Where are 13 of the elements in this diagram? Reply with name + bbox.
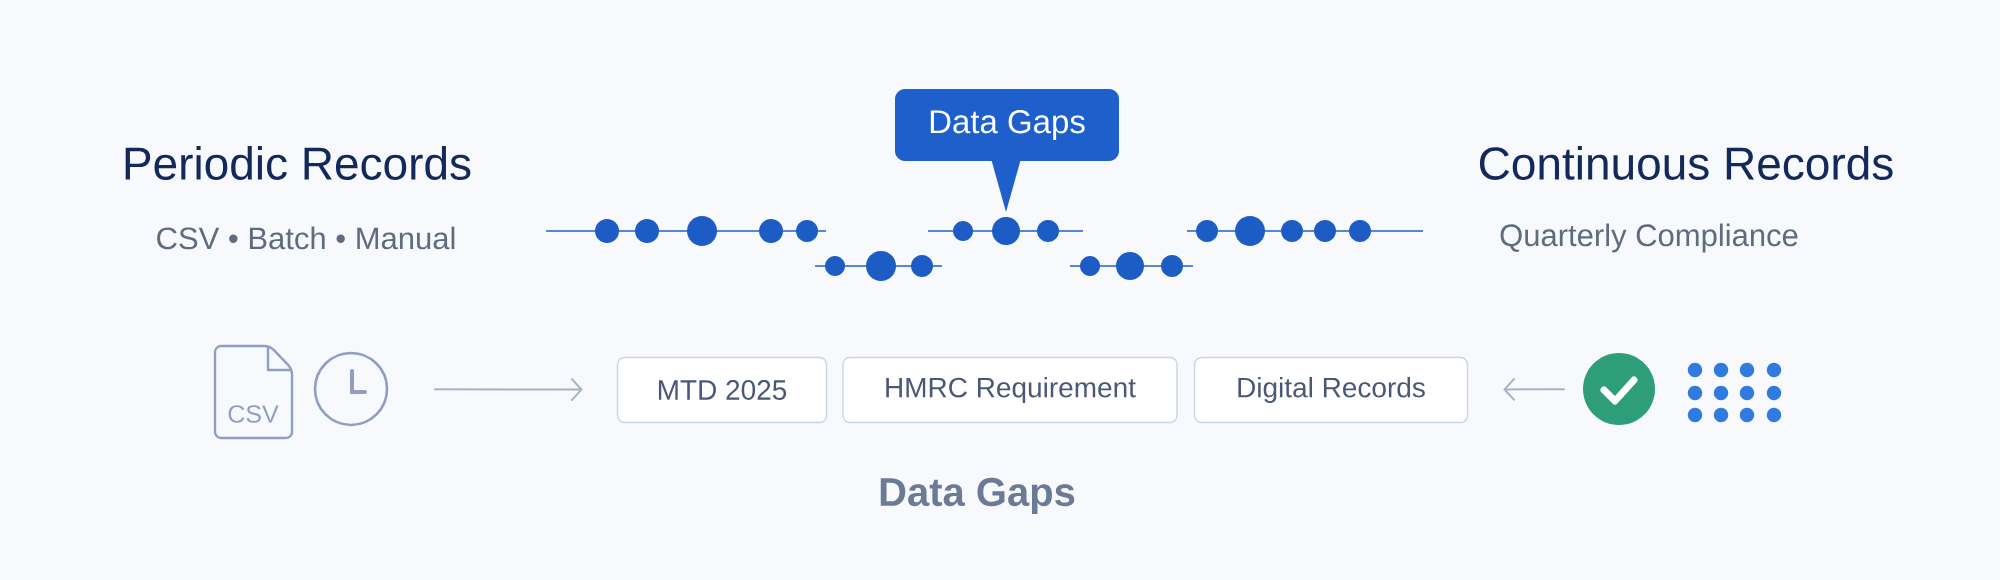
check-icon: [1583, 353, 1655, 425]
tag-box: Digital Records: [1193, 356, 1469, 424]
subtitle: Quarterly Compliance: [1500, 223, 1798, 253]
caption: Data Gaps: [880, 477, 1075, 515]
tag-box: MTD 2025: [616, 356, 828, 424]
heading: Periodic Records: [125, 146, 471, 180]
arrow: [433, 377, 583, 402]
tag-box: HMRC Requirement: [842, 356, 1178, 424]
heading: Continuous Records: [1479, 146, 1893, 180]
subtitle: CSV • Batch • Manual: [157, 226, 455, 250]
arrow: [1503, 377, 1566, 402]
callout-bubble: Data Gaps: [895, 89, 1119, 212]
clock-icon: [313, 351, 389, 427]
